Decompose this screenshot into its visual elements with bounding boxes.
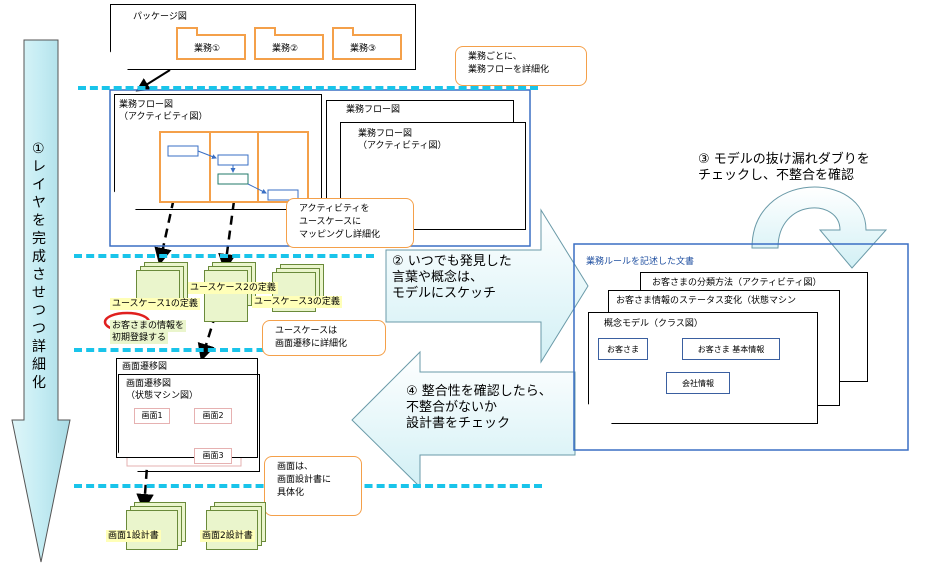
class-company: 会社情報: [666, 372, 730, 394]
screen-back-title: 画面遷移図: [122, 362, 168, 372]
screen-node-3-label: 画面3: [202, 451, 224, 460]
flow-back1-title: 業務フロー図: [346, 105, 401, 115]
sketch-arrow-text: ② いつでも発見した 言葉や概念は、 モデルにスケッチ: [392, 254, 512, 301]
screen-diagram-front: [118, 374, 260, 472]
layer-separator-3: [74, 348, 374, 352]
rule-doc-3-title: 概念モデル（クラス図）: [604, 319, 703, 329]
model-check-arrow: [751, 186, 888, 269]
usecase1-label: ユースケース1の定義: [110, 298, 200, 310]
usecase1-detail-1: お客さまの情報を: [110, 320, 187, 332]
rule-doc-3: [588, 312, 818, 424]
note-flow-detail: 業務ごとに、 業務フローを詳細化: [455, 46, 587, 86]
class-customer-label: お客さま: [607, 345, 639, 354]
flow-diagram-front: [114, 94, 322, 210]
flow-back2-title: 業務フロー図 （アクティビティ図）: [358, 129, 447, 151]
class-customer-basic: お客さま 基本情報: [682, 338, 780, 360]
screen-node-2-label: 画面2: [202, 411, 224, 420]
package-1-label: 業務①: [194, 44, 221, 54]
layer-arrow-label: ①レイヤを完成させつつ詳細化: [32, 141, 46, 391]
package-3-label: 業務③: [350, 44, 377, 54]
usecase3-label: ユースケース3の定義: [252, 296, 342, 308]
class-company-label: 会社情報: [682, 379, 714, 388]
screen-doc1-label: 画面1設計書: [106, 530, 161, 542]
note-screen-transition: ユースケースは 画面遷移に詳細化: [262, 320, 386, 356]
layer-separator-2: [74, 254, 374, 258]
usecase2-label: ユースケース2の定義: [188, 282, 278, 294]
note-screen-spec: 画面は、 画面設計書に 具体化: [264, 456, 362, 516]
note-usecase-mapping: アクティビティを ユースケースに マッピングし詳細化: [286, 198, 414, 248]
layer-arrow: [11, 39, 71, 563]
screen-node-2: 画面2: [194, 408, 232, 424]
screen-node-1: 画面1: [134, 408, 170, 424]
usecase1-detail-2: 初期登録する: [110, 332, 169, 344]
package-2: [254, 27, 324, 60]
screen-node-1-label: 画面1: [141, 411, 163, 420]
package-1: [176, 27, 246, 60]
check-arrow: [351, 350, 576, 489]
screen-doc2-label: 画面2設計書: [200, 530, 255, 542]
rule-doc-1-title: お客さまの分類方法（アクティビティ図）: [652, 278, 822, 288]
package-title: パッケージ図: [133, 12, 187, 22]
usecase2-stack-c: [204, 270, 248, 322]
screen-node-3: 画面3: [194, 448, 232, 464]
class-customer-basic-label: お客さま 基本情報: [697, 345, 765, 354]
sketch-arrow: [385, 208, 589, 364]
flow-front-title: 業務フロー図 （アクティビティ図）: [119, 100, 208, 122]
package-2-label: 業務②: [272, 44, 299, 54]
model-check-text: ③ モデルの抜け漏れダブりを チェックし、不整合を確認: [698, 152, 870, 183]
rule-doc-2-title: お客さま情報のステータス変化（状態マシン: [616, 296, 797, 306]
check-arrow-text: ④ 整合性を確認したら、 不整合がないか 設計書をチェック: [406, 384, 552, 431]
package-3: [332, 27, 402, 60]
rules-title: 業務ルールを記述した文書: [586, 257, 695, 267]
class-customer: お客さま: [598, 338, 648, 360]
screen-front-title: 画面遷移図 （状態マシン図）: [126, 379, 199, 401]
layer-separator-1: [78, 86, 538, 90]
